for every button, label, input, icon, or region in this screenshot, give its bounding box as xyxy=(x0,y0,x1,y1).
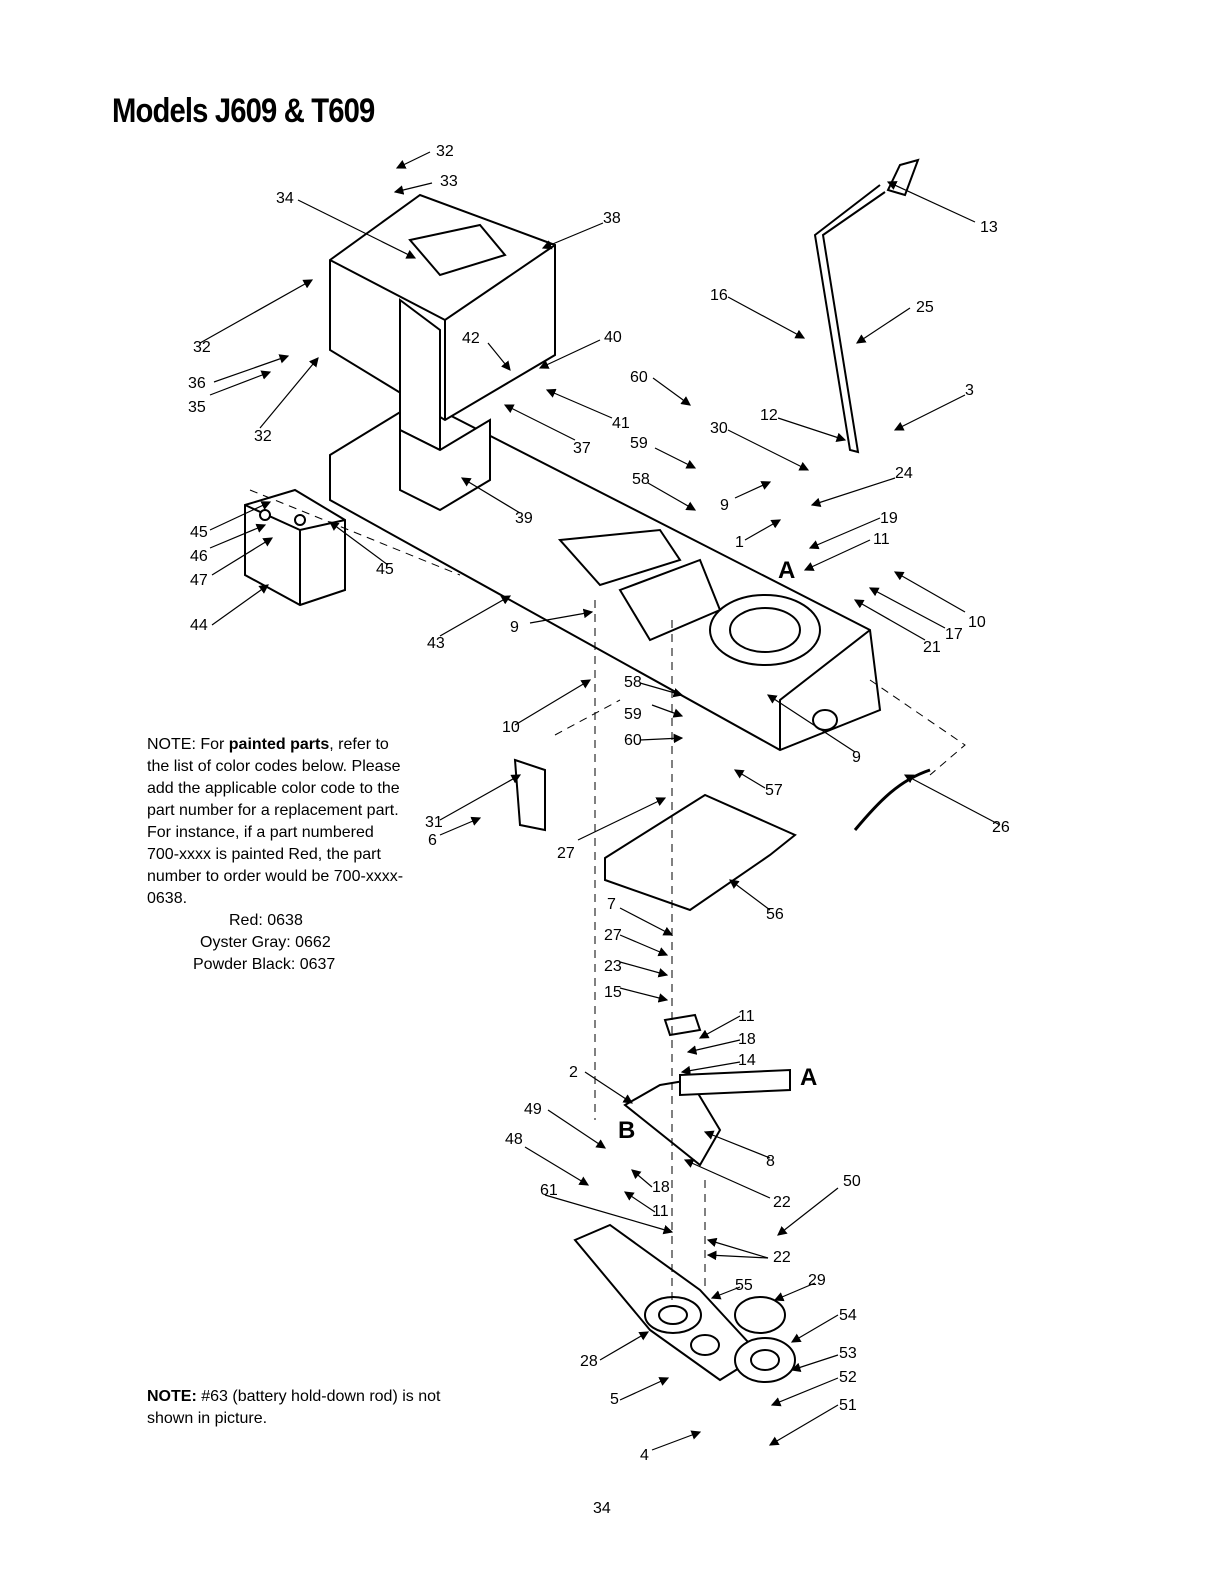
note-prefix: NOTE: xyxy=(147,1388,197,1405)
steering-rod xyxy=(813,158,920,454)
callout-label: 47 xyxy=(190,572,208,589)
callout-label: 4 xyxy=(640,1447,649,1464)
callout-label: 46 xyxy=(190,548,208,565)
callout-label: 9 xyxy=(510,619,519,636)
callout-label: 49 xyxy=(524,1101,542,1118)
callout-label: 34 xyxy=(276,190,294,207)
color-code: Powder Black: 0637 xyxy=(193,956,336,973)
marker-a: A xyxy=(800,1064,817,1091)
callout-label: 10 xyxy=(502,719,520,736)
marker-b: B xyxy=(618,1117,635,1144)
callout-label: 22 xyxy=(773,1194,791,1211)
callout-label: 53 xyxy=(839,1345,857,1362)
callout-label: 33 xyxy=(440,173,458,190)
callout-label: 28 xyxy=(580,1353,598,1370)
callout-label: 45 xyxy=(190,524,208,541)
callout-label: 15 xyxy=(604,984,622,1001)
lower-plate xyxy=(513,758,797,1167)
marker-a: A xyxy=(778,557,795,584)
callout-label: 18 xyxy=(738,1031,756,1048)
callout-label: 27 xyxy=(557,845,575,862)
belt-pulleys xyxy=(573,1223,796,1383)
battery-rod-note: NOTE: #63 (battery hold-down rod) is not… xyxy=(147,1386,467,1430)
callout-label: 12 xyxy=(760,407,778,424)
callout-label: 17 xyxy=(945,626,963,643)
page-number: 34 xyxy=(593,1500,611,1517)
callout-label: 10 xyxy=(968,614,986,631)
callout-label: 25 xyxy=(916,299,934,316)
callout-label: 23 xyxy=(604,958,622,975)
callout-label: 11 xyxy=(738,1008,755,1025)
callout-label: 45 xyxy=(376,561,394,578)
callout-label: 60 xyxy=(630,369,648,386)
callout-label: 7 xyxy=(607,896,616,913)
callout-label: 2 xyxy=(569,1064,578,1081)
callout-label: 18 xyxy=(652,1179,670,1196)
callout-label: 30 xyxy=(710,420,728,437)
callout-label: 36 xyxy=(188,375,206,392)
callout-label: 43 xyxy=(427,635,445,652)
callout-label: 11 xyxy=(652,1203,669,1220)
page-title: Models J609 & T609 xyxy=(112,92,375,130)
callout-label: 59 xyxy=(624,706,642,723)
callout-label: 58 xyxy=(632,471,650,488)
callout-label: 19 xyxy=(880,510,898,527)
callout-label: 13 xyxy=(980,219,998,236)
callout-label: 29 xyxy=(808,1272,826,1289)
callout-label: 6 xyxy=(428,832,437,849)
callout-labels: 32 33 34 38 13 16 25 32 36 35 32 42 40 6… xyxy=(188,143,1010,1464)
callout-label: 32 xyxy=(254,428,272,445)
callout-label: 52 xyxy=(839,1369,857,1386)
callout-label: 24 xyxy=(895,465,913,482)
callout-label: 38 xyxy=(603,210,621,227)
callout-label: 14 xyxy=(738,1052,756,1069)
note-prefix: NOTE: For xyxy=(147,736,229,753)
leader-lines xyxy=(199,151,1001,1451)
callout-label: 55 xyxy=(735,1277,753,1294)
callout-label: 16 xyxy=(710,287,728,304)
callout-label: 32 xyxy=(436,143,454,160)
callout-label: 42 xyxy=(462,330,480,347)
callout-label: 50 xyxy=(843,1173,861,1190)
note-body: , refer to the list of color codes below… xyxy=(147,736,404,907)
callout-label: 27 xyxy=(604,927,622,944)
callout-label: 51 xyxy=(839,1397,857,1414)
callout-label: 54 xyxy=(839,1307,857,1324)
note-body: #63 (battery hold-down rod) is not shown… xyxy=(147,1388,441,1427)
callout-label: 8 xyxy=(766,1153,775,1170)
callout-label: 39 xyxy=(515,510,533,527)
callout-label: 5 xyxy=(610,1391,619,1408)
callout-label: 31 xyxy=(425,814,443,831)
callout-label: 3 xyxy=(965,382,974,399)
callout-label: 35 xyxy=(188,399,206,416)
callout-label: 59 xyxy=(630,435,648,452)
callout-label: 61 xyxy=(540,1182,558,1199)
color-code: Red: 0638 xyxy=(229,912,303,929)
callout-label: 26 xyxy=(992,819,1010,836)
callout-label: 9 xyxy=(852,749,861,766)
callout-label: 48 xyxy=(505,1131,523,1148)
callout-label: 21 xyxy=(923,639,941,656)
callout-label: 57 xyxy=(765,782,783,799)
callout-label: 37 xyxy=(573,440,591,457)
callout-label: 22 xyxy=(773,1249,791,1266)
center-lines xyxy=(249,489,966,1300)
callout-label: 44 xyxy=(190,617,208,634)
note-bold-text: painted parts xyxy=(228,736,330,753)
color-code: Oyster Gray: 0662 xyxy=(200,934,331,951)
painted-parts-note: NOTE: For painted parts, refer to the li… xyxy=(147,734,407,976)
letter-markers: A A B xyxy=(618,557,817,1144)
callout-label: 60 xyxy=(624,732,642,749)
callout-label: 41 xyxy=(612,415,630,432)
callout-label: 11 xyxy=(873,531,890,548)
callout-label: 32 xyxy=(193,339,211,356)
callout-label: 56 xyxy=(766,906,784,923)
callout-label: 58 xyxy=(624,674,642,691)
cable xyxy=(853,768,931,831)
seat-box xyxy=(329,193,556,512)
callout-label: 1 xyxy=(735,534,744,551)
callout-label: 9 xyxy=(720,497,729,514)
callout-label: 40 xyxy=(604,329,622,346)
